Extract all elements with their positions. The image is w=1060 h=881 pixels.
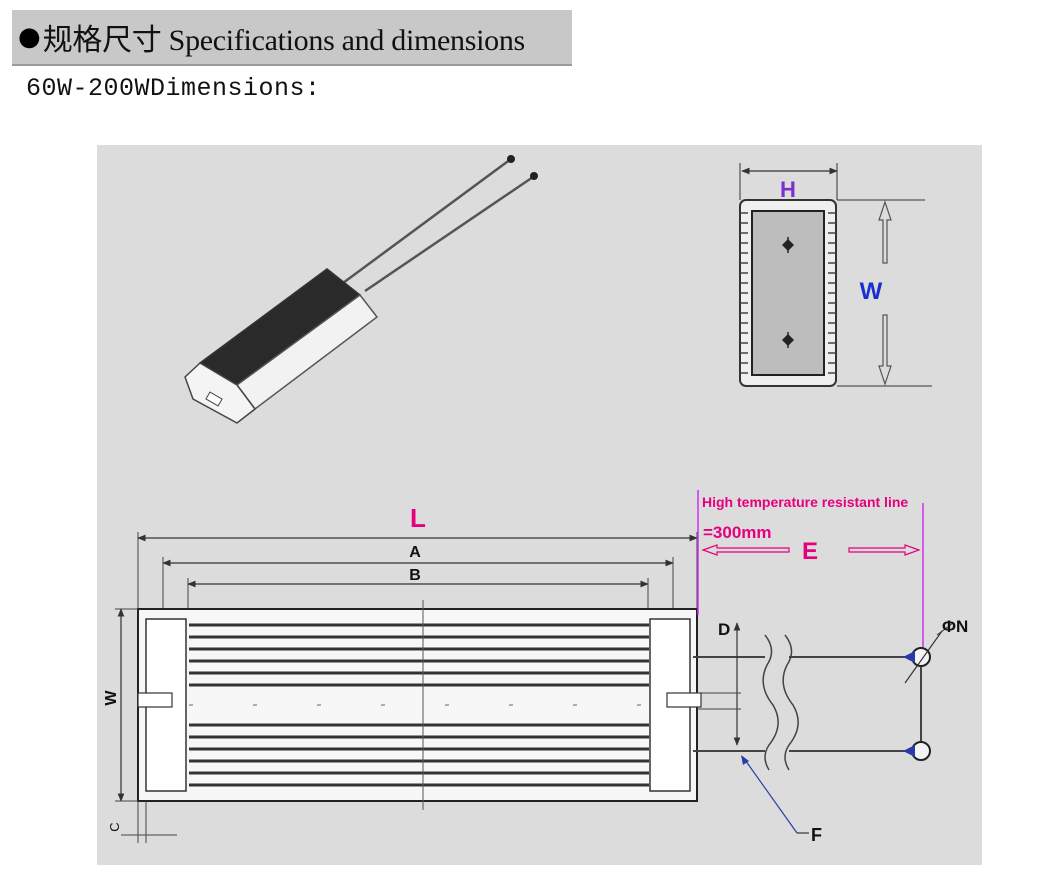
section-title: 规格尺寸 Specifications and dimensions <box>42 24 526 57</box>
label-phi-n: ΦN <box>942 617 968 636</box>
mounting-slot <box>205 391 223 407</box>
label-d: D <box>718 620 730 639</box>
end-inner-panel <box>751 210 825 376</box>
e-arrow-right <box>848 544 921 556</box>
end-view: H <box>739 163 932 387</box>
terminal-top <box>903 630 943 684</box>
resistor-end-face <box>184 362 257 424</box>
label-a: A <box>409 544 421 561</box>
f-leader <box>742 756 798 834</box>
wire-tip-2 <box>530 172 538 180</box>
dimensions-subtitle: 60W-200WDimensions: <box>26 74 321 103</box>
body-fins <box>189 623 649 787</box>
e-arrow-left <box>701 544 790 556</box>
drawing-panel: H <box>97 145 982 865</box>
label-b: B <box>409 567 421 584</box>
wire-note-line1: High temperature resistant line <box>702 494 908 510</box>
section-header: ● 规格尺寸 Specifications and dimensions <box>12 10 572 66</box>
w-arrow-up <box>878 200 892 264</box>
technical-drawing: H <box>103 155 968 845</box>
lead-wire-1 <box>342 157 512 285</box>
slot-right <box>666 692 702 708</box>
w-arrow-down <box>878 314 892 386</box>
lead-wires-front <box>693 656 922 752</box>
break-mark-1 <box>762 634 779 771</box>
front-extension-lines <box>137 532 698 620</box>
end-fins <box>740 212 836 374</box>
label-w-front: W <box>103 690 120 706</box>
label-c: C <box>107 822 122 831</box>
isometric-resistor-view <box>184 155 538 424</box>
terminal-bottom <box>903 741 931 761</box>
label-w-side: W <box>860 278 883 305</box>
front-view: L A B <box>103 490 968 845</box>
label-f: F <box>811 825 822 845</box>
label-l: L <box>410 503 426 533</box>
bullet-icon: ● <box>18 22 41 52</box>
label-e: E <box>802 538 818 565</box>
wire-tip-1 <box>507 155 515 163</box>
slot-left <box>137 692 173 708</box>
label-h: H <box>780 177 796 202</box>
lead-wire-2 <box>364 175 534 293</box>
break-mark-2 <box>782 634 799 771</box>
wire-note-line2: =300mm <box>703 523 772 542</box>
